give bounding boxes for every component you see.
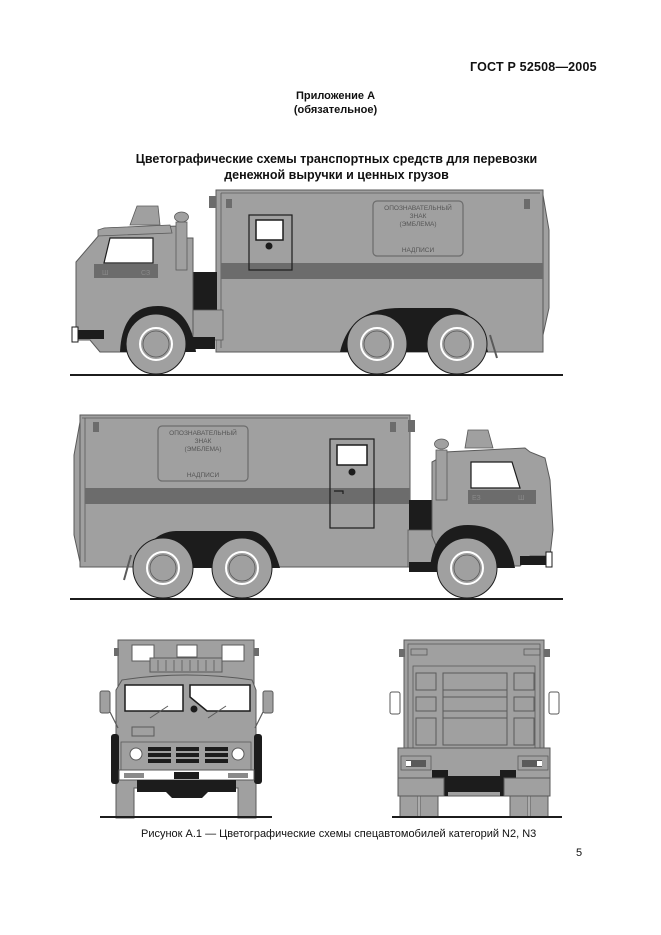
appendix-status: (обязательное) bbox=[293, 104, 378, 116]
rear-view-truck bbox=[389, 639, 562, 818]
appendix-heading: Приложение А (обязательное) bbox=[0, 89, 661, 117]
svg-text:СЗ: СЗ bbox=[141, 270, 150, 277]
emblem-text-2: ЗНАК bbox=[410, 213, 427, 220]
front-view-truck bbox=[99, 639, 274, 819]
inscriptions-text: НАДПИСИ bbox=[402, 247, 435, 254]
page-number: 5 bbox=[576, 847, 583, 859]
svg-text:Ш: Ш bbox=[518, 495, 524, 502]
left-side-truck: ОПОЗНАВАТЕЛЬНЫЙ ЗНАК (ЭМБЛЕМА) НАДПИСИ Ш… bbox=[70, 189, 563, 376]
emblem-text-1: ОПОЗНАВАТЕЛЬНЫЙ bbox=[384, 203, 452, 212]
svg-text:Ш: Ш bbox=[102, 270, 108, 277]
standard-code: ГОСТ Р 52508—2005 bbox=[470, 60, 597, 74]
section-title-line2: денежной выручки и ценных грузов bbox=[224, 168, 449, 182]
section-title: Цветографические схемы транспортных сред… bbox=[0, 151, 661, 183]
emblem-text-1: ОПОЗНАВАТЕЛЬНЫЙ bbox=[169, 428, 237, 437]
section-title-line1: Цветографические схемы транспортных сред… bbox=[135, 152, 538, 166]
svg-text:ЕЗ: ЕЗ bbox=[472, 495, 481, 502]
appendix-title: Приложение А bbox=[295, 90, 376, 102]
emblem-text-2: ЗНАК bbox=[195, 438, 212, 445]
inscriptions-text: НАДПИСИ bbox=[187, 472, 220, 479]
right-side-truck: ОПОЗНАВАТЕЛЬНЫЙ ЗНАК (ЭМБЛЕМА) НАДПИСИ Е… bbox=[70, 414, 563, 600]
emblem-text-3: (ЭМБЛЕМА) bbox=[399, 221, 436, 228]
figure-caption: Рисунок А.1 — Цветографические схемы спе… bbox=[141, 828, 537, 840]
emblem-text-3: (ЭМБЛЕМА) bbox=[184, 446, 221, 453]
